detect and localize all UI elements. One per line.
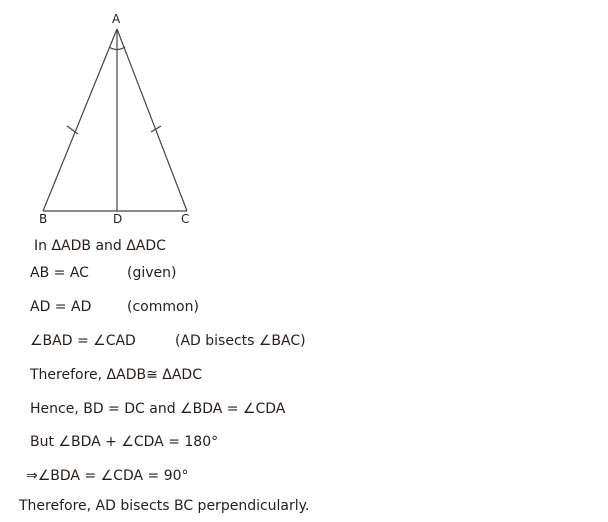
vertex-label-b: B bbox=[39, 212, 47, 226]
proof-line-ad-ad: AD = AD bbox=[30, 299, 92, 315]
angle-arc-a bbox=[108, 46, 126, 51]
proof-line-right-angle: ⇒∠BDA = ∠CDA = 90° bbox=[26, 468, 189, 484]
proof-line-angles: ∠BAD = ∠CAD bbox=[30, 333, 136, 349]
proof-line-ab-ac: AB = AC bbox=[30, 265, 89, 281]
proof-reason-given: (given) bbox=[127, 265, 177, 281]
proof-reason-bisects: (AD bisects ∠BAC) bbox=[175, 333, 306, 349]
proof-line-hence: Hence, BD = DC and ∠BDA = ∠CDA bbox=[30, 401, 286, 417]
side-ac bbox=[116, 28, 188, 212]
proof-line-congruent: Therefore, ΔADB≅ ΔADC bbox=[30, 367, 202, 383]
side-ab bbox=[42, 28, 118, 212]
vertex-label-d: D bbox=[113, 212, 122, 226]
proof-conclusion: Therefore, AD bisects BC perpendicularly… bbox=[19, 498, 310, 514]
triangle-figure: A B D C bbox=[39, 12, 189, 226]
vertex-label-c: C bbox=[181, 212, 189, 226]
proof-line-intro: In ΔADB and ΔADC bbox=[34, 238, 166, 254]
proof-line-sum: But ∠BDA + ∠CDA = 180° bbox=[30, 434, 219, 450]
tick-mark-ac bbox=[150, 125, 162, 133]
vertex-label-a: A bbox=[112, 12, 121, 26]
tick-mark-ab bbox=[66, 125, 79, 135]
proof-reason-common: (common) bbox=[127, 299, 199, 315]
